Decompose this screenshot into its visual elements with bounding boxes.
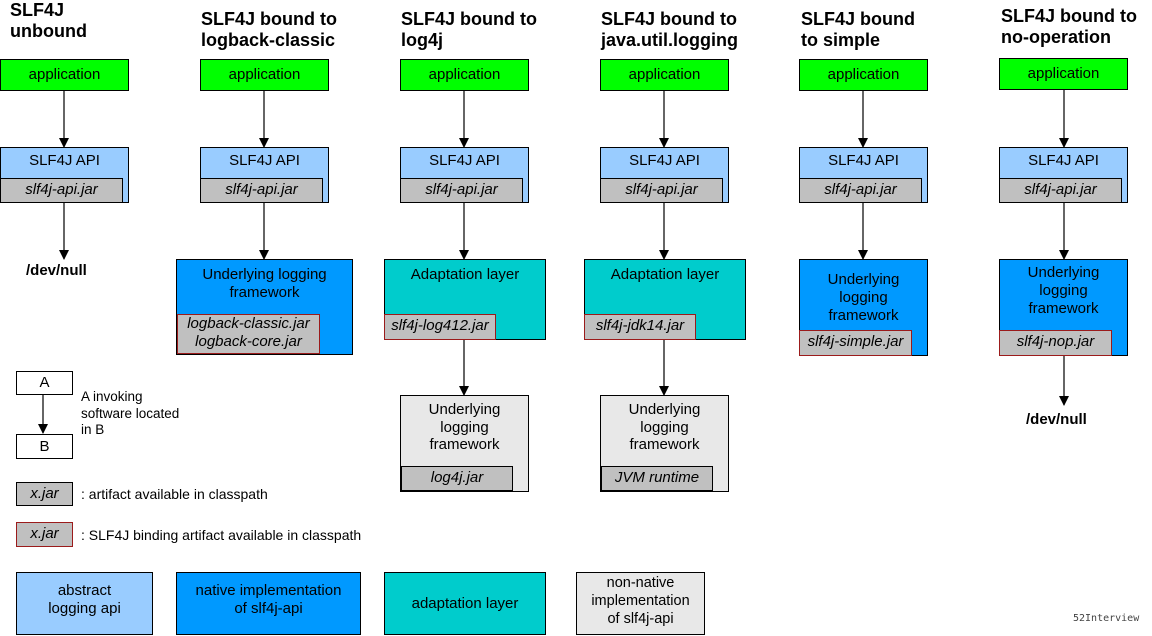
legend-native-box: native implementation of slf4j-api	[176, 572, 361, 635]
dev-null-label: /dev/null	[1026, 411, 1087, 428]
slf4j-api-label: SLF4J API	[629, 152, 700, 169]
api-jar: slf4j-api.jar	[600, 178, 723, 203]
column-title: SLF4J bound to simple	[801, 9, 915, 50]
dev-null-label: /dev/null	[26, 262, 87, 279]
non-native-impl-label: Underlying logging framework	[628, 401, 701, 453]
column-title: SLF4J unbound	[10, 0, 87, 41]
legend-jar-text: : artifact available in classpath	[81, 486, 268, 502]
legend-abstract-box: abstract logging api	[16, 572, 153, 635]
column-title: SLF4J bound to log4j	[401, 9, 537, 50]
api-jar: slf4j-api.jar	[999, 178, 1122, 203]
application-box: application	[999, 58, 1128, 90]
legend-binding-sample: x.jar	[16, 522, 73, 547]
slf4j-api-label: SLF4J API	[29, 152, 100, 169]
legend-abstract-label: abstract logging api	[48, 582, 121, 617]
application-label: application	[428, 66, 501, 83]
binding-jar: slf4j-jdk14.jar	[584, 314, 696, 340]
slf4j-api-label: SLF4J API	[229, 152, 300, 169]
binding-jar: slf4j-nop.jar	[999, 330, 1112, 356]
binding-jar: slf4j-simple.jar	[799, 330, 912, 356]
slf4j-api-label: SLF4J API	[1028, 152, 1099, 169]
artifact-jar: JVM runtime	[601, 466, 713, 491]
legend-non-native-box: non-native implementation of slf4j-api	[576, 572, 705, 635]
legend-a-label: A	[39, 374, 50, 391]
column-title: SLF4J bound to logback-classic	[201, 9, 337, 50]
legend-box-b: B	[16, 434, 73, 459]
legend-non-native-label: non-native implementation of slf4j-api	[591, 575, 690, 627]
slf4j-api-label: SLF4J API	[429, 152, 500, 169]
api-jar: slf4j-api.jar	[0, 178, 123, 203]
legend-binding-text: : SLF4J binding artifact available in cl…	[81, 527, 362, 543]
native-impl-label: Underlying logging framework	[827, 271, 900, 324]
adaptation-layer-label: Adaptation layer	[410, 266, 520, 283]
binding-jar: logback-classic.jar logback-core.jar	[177, 314, 320, 354]
column-title: SLF4J bound to java.util.logging	[601, 9, 739, 50]
application-label: application	[28, 66, 101, 83]
native-impl-label: Underlying logging framework	[202, 266, 327, 301]
binding-jar: slf4j-log412.jar	[384, 314, 496, 340]
slf4j-api-label: SLF4J API	[828, 152, 899, 169]
api-jar: slf4j-api.jar	[400, 178, 523, 203]
native-impl-label: Underlying logging framework	[1027, 264, 1100, 317]
application-label: application	[1027, 65, 1100, 82]
application-label: application	[228, 66, 301, 83]
legend-jar-sample: x.jar	[16, 482, 73, 506]
legend-invoke-text: A invoking software located in B	[81, 389, 180, 437]
application-label: application	[628, 66, 701, 83]
non-native-impl-label: Underlying logging framework	[428, 401, 501, 453]
watermark: 52Interview	[1073, 613, 1140, 624]
application-box: application	[400, 59, 529, 91]
api-jar: slf4j-api.jar	[200, 178, 323, 203]
legend-native-label: native implementation of slf4j-api	[195, 582, 342, 617]
legend-adaptation-label: adaptation layer	[411, 595, 519, 612]
legend-b-label: B	[39, 438, 50, 455]
legend-box-a: A	[16, 371, 73, 395]
artifact-jar: log4j.jar	[401, 466, 513, 491]
column-title: SLF4J bound to no-operation	[1001, 6, 1137, 47]
application-label: application	[827, 66, 900, 83]
adaptation-layer-label: Adaptation layer	[610, 266, 720, 283]
application-box: application	[799, 59, 928, 91]
application-box: application	[200, 59, 329, 91]
application-box: application	[600, 59, 729, 91]
legend-adaptation-box: adaptation layer	[384, 572, 546, 635]
api-jar: slf4j-api.jar	[799, 178, 922, 203]
application-box: application	[0, 59, 129, 91]
